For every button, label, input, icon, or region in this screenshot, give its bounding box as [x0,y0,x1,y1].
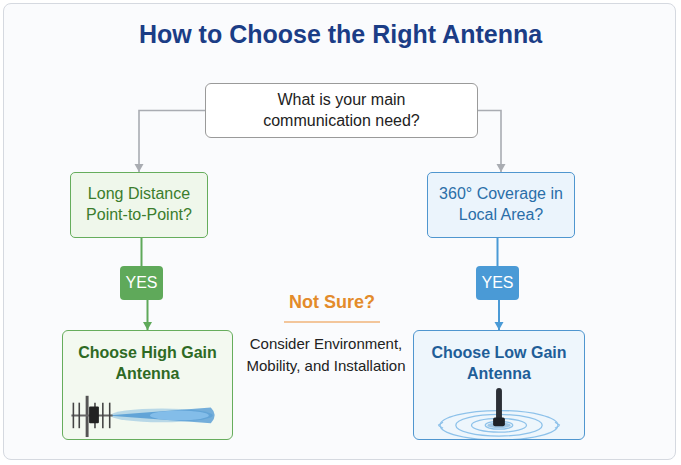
node-text: Long Distance Point-to-Point? [77,184,201,226]
connector-line [478,111,501,173]
connector-line [139,111,205,173]
yes-badge: YES [120,266,163,300]
beam-core [150,411,209,421]
arrowhead [495,322,504,330]
coverage-ring [456,414,542,436]
element [109,403,111,429]
option-box: Long Distance Point-to-Point? [70,172,208,238]
node-text: Choose Low Gain Antenna [419,343,579,385]
node-text: YES [481,273,513,294]
connector [143,300,152,330]
node-text: 360° Coverage in Local Area? [432,184,570,226]
result-box: Choose Low Gain Antenna [413,330,585,440]
connector [495,300,504,330]
yes-badge: YES [476,266,519,300]
note-text: Consider Environment, Mobility, and Inst… [240,333,412,377]
connector-line [497,238,499,266]
element [102,403,104,429]
note-heading: Not Sure? [262,292,402,313]
arrowhead [143,322,152,330]
question-box: What is your main communication need? [205,83,478,138]
arrowhead [497,164,506,172]
arrowhead [135,164,144,172]
node-text: What is your main communication need? [237,90,447,132]
connector [478,111,506,173]
result-box: Choose High Gain Antenna [62,330,233,440]
option-box: 360° Coverage in Local Area? [427,172,575,238]
whip-base [493,417,505,426]
element [78,403,80,429]
connector-line [141,238,143,266]
ring-arrows [438,422,560,428]
element [73,403,75,429]
beam [107,408,215,424]
underline [284,321,380,323]
feed-box [89,407,99,424]
node-text: Choose High Gain Antenna [68,343,228,385]
node-text: YES [125,273,157,294]
connector [141,238,142,266]
connector [135,111,206,173]
diagram-title: How to Choose the Right Antenna [0,20,681,49]
coverage-ring [472,418,527,432]
connector [497,238,498,266]
